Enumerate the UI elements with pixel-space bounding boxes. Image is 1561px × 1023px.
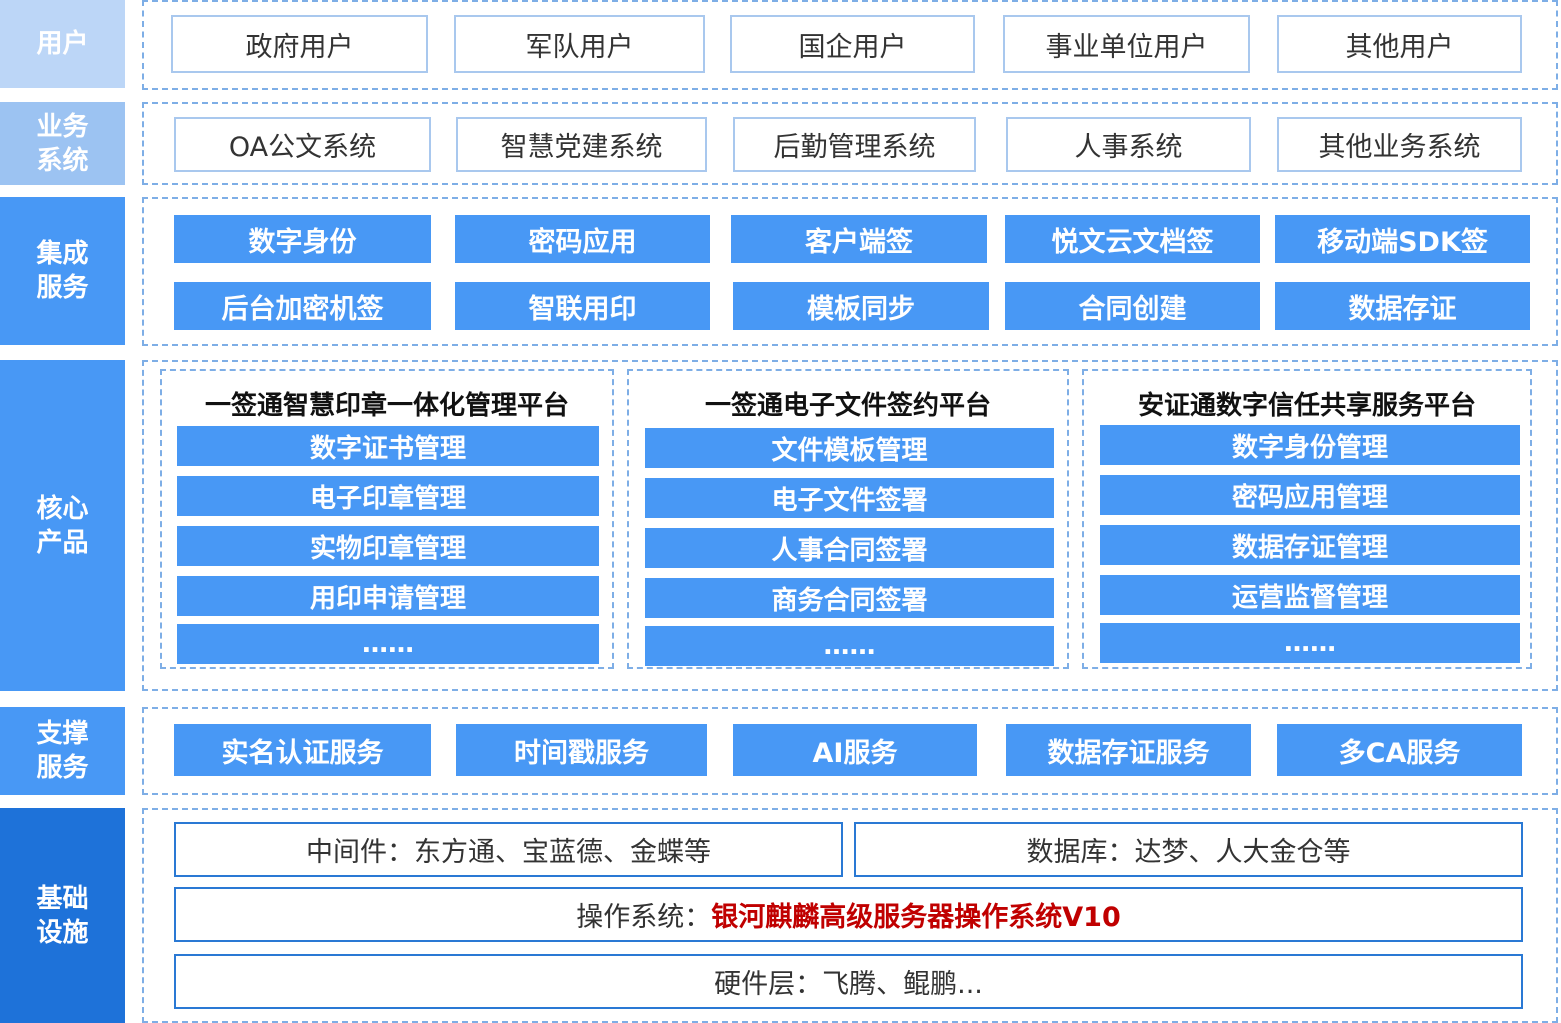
layer-label-business: 业务 系统 — [0, 102, 125, 185]
business-box: 智慧党建系统 — [456, 117, 707, 172]
integration-box: 数字身份 — [174, 215, 431, 263]
user-box: 国企用户 — [730, 15, 975, 73]
panel-item: …… — [177, 624, 599, 664]
panel-item: …… — [1100, 623, 1520, 663]
integration-box: 模板同步 — [733, 282, 989, 330]
os-box: 操作系统：银河麒麟高级服务器操作系统V10 — [174, 887, 1523, 942]
user-box: 其他用户 — [1277, 15, 1522, 73]
middleware-box: 中间件：东方通、宝蓝德、金蝶等 — [174, 822, 843, 877]
user-box: 军队用户 — [454, 15, 705, 73]
panel-item: 密码应用管理 — [1100, 475, 1520, 515]
panel-item: 用印申请管理 — [177, 576, 599, 616]
business-box: 人事系统 — [1006, 117, 1251, 172]
layer-label-support: 支撑 服务 — [0, 707, 125, 795]
business-box: OA公文系统 — [174, 117, 431, 172]
infra-band — [142, 808, 1558, 1023]
panel-title: 一签通电子文件签约平台 — [704, 391, 991, 421]
panel-item: 数字身份管理 — [1100, 425, 1520, 465]
support-band — [142, 707, 1558, 795]
panel-item: 商务合同签署 — [645, 578, 1054, 618]
os-prefix: 操作系统： — [576, 902, 712, 933]
user-box: 政府用户 — [171, 15, 428, 73]
panel-title: 一签通智慧印章一体化管理平台 — [204, 391, 569, 421]
panel-item: 运营监督管理 — [1100, 575, 1520, 615]
users-band — [142, 0, 1558, 90]
panel-item: 数据存证管理 — [1100, 525, 1520, 565]
panel-item: 实物印章管理 — [177, 526, 599, 566]
support-box: AI服务 — [733, 724, 977, 776]
layer-label-infra: 基础 设施 — [0, 808, 125, 1023]
integration-box: 数据存证 — [1275, 282, 1530, 330]
panel-title: 安证通数字信任共享服务平台 — [1137, 391, 1476, 421]
support-box: 数据存证服务 — [1006, 724, 1251, 776]
integration-box: 密码应用 — [455, 215, 710, 263]
integration-box: 智联用印 — [455, 282, 710, 330]
database-box: 数据库：达梦、人大金仓等 — [854, 822, 1523, 877]
panel-item: 人事合同签署 — [645, 528, 1054, 568]
layer-label-users: 用户 — [0, 0, 125, 88]
core-panel-signing: 一签通电子文件签约平台 文件模板管理 电子文件签署 人事合同签署 商务合同签署 … — [627, 369, 1069, 669]
panel-item: 数字证书管理 — [177, 426, 599, 466]
integration-box: 悦文云文档签 — [1005, 215, 1260, 263]
panel-item: 电子文件签署 — [645, 478, 1054, 518]
business-box: 后勤管理系统 — [733, 117, 976, 172]
integration-box: 移动端SDK签 — [1275, 215, 1530, 263]
support-box: 多CA服务 — [1277, 724, 1522, 776]
user-box: 事业单位用户 — [1003, 15, 1250, 73]
layer-label-integration: 集成 服务 — [0, 197, 125, 345]
core-band — [142, 360, 1558, 691]
panel-item: 文件模板管理 — [645, 428, 1054, 468]
layer-label-core: 核心 产品 — [0, 360, 125, 691]
core-panel-trust: 安证通数字信任共享服务平台 数字身份管理 密码应用管理 数据存证管理 运营监督管… — [1082, 369, 1532, 669]
integration-box: 合同创建 — [1005, 282, 1260, 330]
panel-item: 电子印章管理 — [177, 476, 599, 516]
business-band — [142, 102, 1558, 185]
os-name: 银河麒麟高级服务器操作系统V10 — [711, 902, 1121, 933]
integration-box: 后台加密机签 — [174, 282, 431, 330]
support-box: 时间戳服务 — [456, 724, 707, 776]
hardware-box: 硬件层：飞腾、鲲鹏... — [174, 954, 1523, 1009]
integration-box: 客户端签 — [731, 215, 987, 263]
business-box: 其他业务系统 — [1277, 117, 1522, 172]
core-panel-seal: 一签通智慧印章一体化管理平台 数字证书管理 电子印章管理 实物印章管理 用印申请… — [160, 369, 614, 669]
integration-band — [142, 197, 1558, 346]
support-box: 实名认证服务 — [174, 724, 431, 776]
panel-item: …… — [645, 626, 1054, 666]
